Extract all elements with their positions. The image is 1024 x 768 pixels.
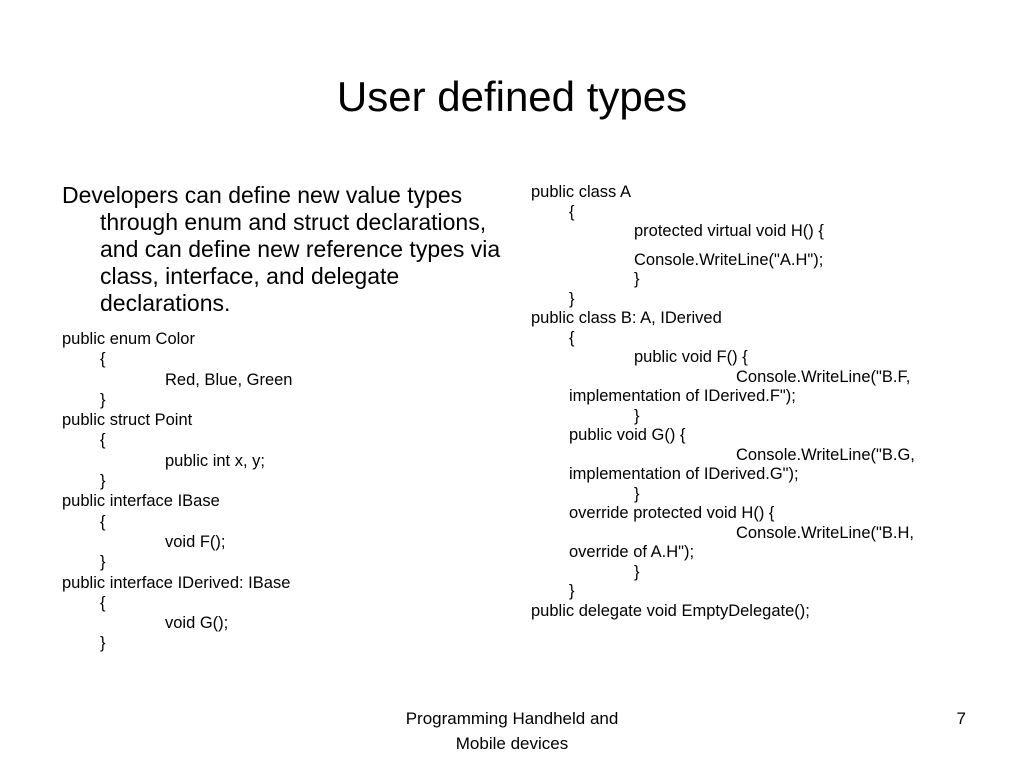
code-line: }: [100, 553, 106, 572]
code-line: {: [100, 350, 106, 369]
code-line: Red, Blue, Green: [165, 370, 293, 389]
bullet-text: Developers can define new value types th…: [62, 182, 501, 316]
code-line: Console.WriteLine("B.F,: [736, 367, 911, 386]
code-line: {: [100, 431, 106, 450]
footer-line: Mobile devices: [455, 734, 569, 753]
code-line: Console.WriteLine("B.G,: [736, 445, 915, 464]
code-line: public void G() {: [569, 426, 686, 444]
code-line: }: [634, 406, 640, 425]
code-line: public interface IBase: [62, 492, 220, 511]
slide-title: User defined types: [336, 73, 688, 120]
code-line: implementation of IDerived.F");: [569, 387, 796, 405]
code-line: }: [634, 562, 640, 581]
code-line: public enum Color: [62, 330, 195, 348]
code-line: }: [100, 390, 106, 409]
code-line: Console.WriteLine("A.H");: [634, 250, 824, 269]
code-line: }: [634, 270, 640, 288]
code-line: public class B: A, IDerived: [531, 309, 722, 327]
code-line: }: [569, 289, 575, 308]
code-line: Console.WriteLine("B.H,: [736, 523, 914, 542]
code-line: override protected void H() {: [569, 504, 775, 522]
code-line: public void F() {: [634, 348, 748, 366]
page-number: 7: [956, 709, 966, 728]
code-line: {: [100, 593, 106, 612]
code-line: {: [569, 202, 575, 221]
code-line: protected virtual void H() {: [634, 222, 824, 240]
code-line: public interface IDerived: IBase: [62, 573, 291, 592]
code-line: public class A: [531, 183, 631, 201]
code-line: public int x, y;: [165, 451, 265, 470]
code-line: {: [569, 328, 575, 347]
code-line: void F();: [165, 532, 226, 551]
left-column: Developers can define new value types th…: [62, 182, 502, 654]
code-line: }: [634, 484, 640, 503]
code-line: {: [100, 512, 106, 531]
code-line: void G();: [165, 614, 229, 633]
code-line: }: [100, 634, 106, 653]
slide-footer: Programming Handheld and Mobile devices: [362, 706, 662, 756]
code-line: implementation of IDerived.G");: [569, 465, 799, 483]
code-line: }: [569, 582, 575, 600]
code-line: public delegate void EmptyDelegate();: [531, 601, 810, 620]
footer-line: Programming Handheld and: [405, 709, 619, 728]
code-line: override of A.H");: [569, 543, 695, 561]
right-column: public class A { protected virtual void …: [531, 183, 1001, 621]
code-line: public struct Point: [62, 411, 193, 430]
code-line: }: [100, 472, 106, 491]
spacer: [531, 242, 1001, 251]
